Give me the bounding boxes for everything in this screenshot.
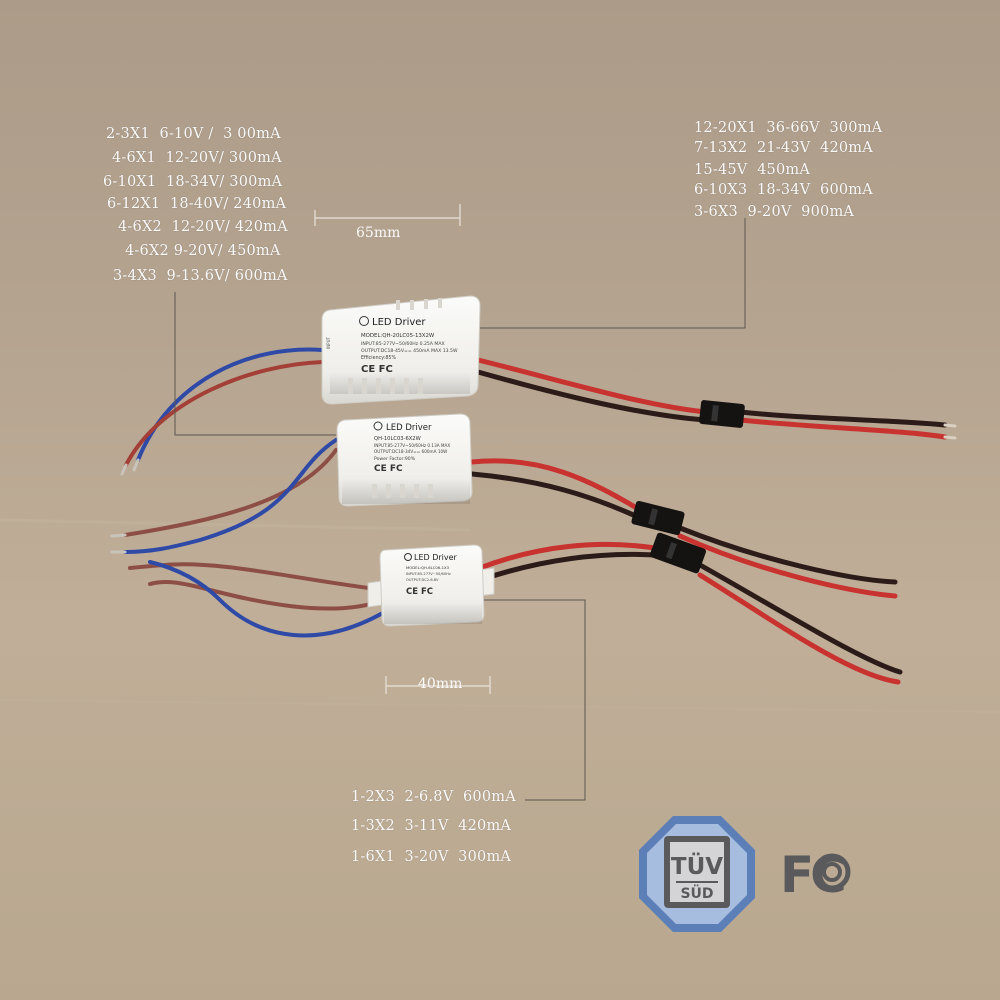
- spec-bottom-line-3: 1-6X1 3-20V 300mA: [351, 849, 512, 865]
- connector-small: [649, 532, 707, 574]
- tuv-logo-bottom-text: SÜD: [680, 884, 713, 902]
- medium-driver-power-factor: Power Factor:90%: [374, 456, 416, 462]
- medium-driver-output: OUTPUT:DC18-34V== 600mA 10W: [374, 449, 447, 454]
- spec-right-line-4: 6-10X3 18-34V 600mA: [694, 182, 873, 198]
- callout-lines: [174, 218, 746, 801]
- small-driver-cert-marks: CE FC: [406, 587, 433, 597]
- large-driver-side-label: INPUT: [326, 336, 331, 349]
- medium-driver-cert-marks: CE FC: [374, 464, 403, 474]
- dimension-label-large: 65mm: [356, 225, 401, 241]
- spec-left-line-7: 3-4X3 9-13.6V/ 600mA: [113, 268, 288, 284]
- small-driver-output: OUTPUT:DC2-6.8V: [406, 578, 439, 582]
- fcc-logo: FC: [780, 846, 851, 904]
- spec-left-line-4: 6-12X1 18-40V/ 240mA: [107, 196, 287, 212]
- dimension-markers: [314, 204, 491, 694]
- large-driver-output-wires: [475, 357, 957, 440]
- spec-left-line-6: 4-6X2 9-20V/ 450mA: [125, 243, 281, 259]
- tuv-sud-logo: TÜV SÜD: [639, 816, 755, 932]
- spec-bottom-line-1: 1-2X3 2-6.8V 600mA: [351, 789, 516, 805]
- led-driver-small: LED Driver MODEL:QH-6LC06-1X3 INPUT:85-2…: [367, 544, 495, 627]
- small-driver-input: INPUT:85-277V~50/60Hz: [406, 572, 451, 576]
- led-driver-large: LED Driver MODEL:QH-20LC05-13X2W INPUT:8…: [321, 295, 481, 405]
- led-driver-medium: LED Driver QH-10LC03-6X2W INPUT:85-277V~…: [336, 413, 473, 507]
- large-driver-model: MODEL:QH-20LC05-13X2W: [361, 333, 435, 339]
- medium-driver-model: QH-10LC03-6X2W: [374, 436, 421, 442]
- spec-left-line-3: 6-10X1 18-34V/ 300mA: [103, 174, 283, 190]
- spec-right-line-3: 15-45V 450mA: [694, 162, 810, 178]
- medium-driver-input: INPUT:85-277V~50/60Hz 0.13A MAX: [374, 443, 450, 448]
- small-driver-model: MODEL:QH-6LC06-1X3: [406, 565, 450, 570]
- tuv-logo-top-text: TÜV: [671, 852, 723, 880]
- spec-left-line-2: 4-6X1 12-20V/ 300mA: [112, 150, 282, 166]
- connector-medium: [631, 500, 685, 536]
- spec-left-line-1: 2-3X1 6-10V / 3 00mA: [106, 126, 281, 142]
- large-driver-output: OUTPUT:DC18-45V== 450mA MAX 13.5W: [361, 348, 458, 354]
- spec-right-line-2: 7-13X2 21-43V 420mA: [694, 140, 873, 156]
- spec-bottom-line-2: 1-3X2 3-11V 420mA: [351, 818, 512, 834]
- large-driver-cert-marks: CE FC: [361, 364, 393, 375]
- spec-left-line-5: 4-6X2 12-20V/ 420mA: [118, 219, 288, 235]
- small-driver-input-wires: [128, 560, 390, 638]
- large-driver-input: INPUT:85-277V~50/60Hz 0.25A MAX: [361, 341, 445, 347]
- medium-driver-title: LED Driver: [386, 423, 432, 433]
- dimension-label-small: 40mm: [418, 676, 463, 692]
- small-driver-title: LED Driver: [414, 553, 458, 562]
- large-driver-input-wires: [120, 347, 324, 476]
- medium-driver-input-wires: [110, 438, 338, 554]
- spec-right-line-5: 3-6X3 9-20V 900mA: [694, 204, 855, 220]
- connector-large: [699, 400, 745, 428]
- large-driver-title: LED Driver: [372, 317, 426, 328]
- medium-driver-output-wires: [469, 458, 898, 599]
- large-driver-efficiency: Efficiency:85%: [361, 355, 396, 361]
- small-driver-output-wires: [477, 541, 903, 685]
- spec-right-line-1: 12-20X1 36-66V 300mA: [694, 120, 883, 136]
